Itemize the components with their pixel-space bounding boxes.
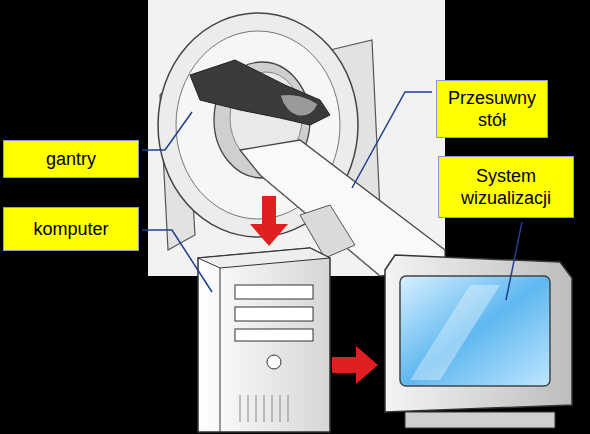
tower-top	[198, 248, 330, 268]
vent-grille	[240, 395, 288, 422]
monitor-screen	[400, 276, 550, 386]
scanner-picture	[148, 0, 445, 276]
drive-bay	[235, 285, 313, 299]
drive-bay	[235, 329, 313, 341]
drive-bay	[235, 307, 313, 321]
label-box: System wizualizacji	[438, 156, 574, 218]
label-text: System wizualizacji	[445, 165, 567, 209]
monitor	[385, 255, 572, 412]
label-text: gantry	[46, 148, 96, 170]
monitor-base	[405, 412, 555, 428]
patient	[190, 60, 330, 125]
label-text: Przesuwny stół	[443, 87, 541, 131]
flow-arrow	[250, 196, 288, 246]
patient-hands	[280, 94, 318, 116]
label-text: komputer	[33, 218, 108, 240]
tower-edge	[220, 268, 221, 432]
flow-arrow	[332, 346, 378, 384]
screen-glare	[410, 285, 500, 380]
label-box: Przesuwny stół	[436, 80, 548, 138]
label-box: komputer	[3, 207, 139, 251]
label-box: gantry	[3, 140, 139, 178]
computer-tower	[198, 248, 330, 432]
power-button	[267, 355, 281, 369]
